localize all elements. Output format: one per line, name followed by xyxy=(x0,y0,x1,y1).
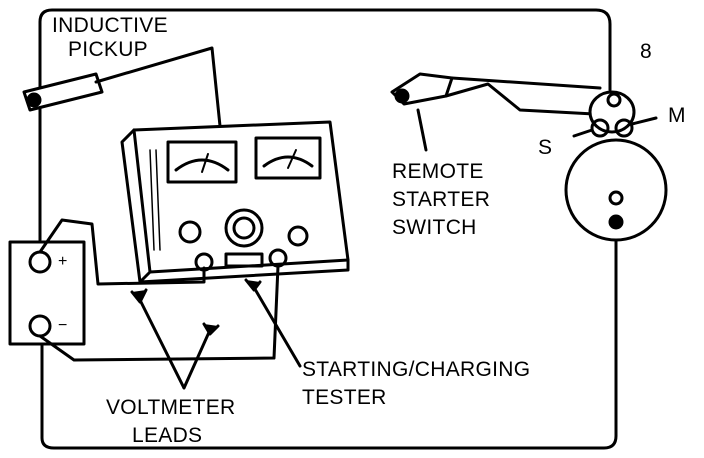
battery xyxy=(8,240,86,346)
inductive-label: INDUCTIVE xyxy=(52,14,168,37)
voltmeter-lead-negative xyxy=(38,264,280,362)
voltmeter-label: VOLTMETER xyxy=(106,396,236,419)
pickup-label: PICKUP xyxy=(68,38,148,61)
terminal-b-label: 8 xyxy=(640,40,652,63)
voltmeter-leads-arrow xyxy=(138,298,212,390)
terminal-s-label: S xyxy=(538,136,553,159)
voltmeter-lead-positive xyxy=(38,218,206,286)
switch-label: SWITCH xyxy=(392,216,477,239)
terminal-m-label: M xyxy=(668,104,686,127)
inductive-pickup-loop-wire xyxy=(38,8,612,242)
starter-solenoid xyxy=(572,90,658,138)
starter-label: STARTER xyxy=(392,188,491,211)
leads-label: LEADS xyxy=(132,424,203,447)
starter-motor xyxy=(564,138,668,242)
tester-arrow xyxy=(250,282,302,368)
starting-charging-label: STARTING/CHARGING xyxy=(302,358,531,381)
remote-label: REMOTE xyxy=(392,160,484,183)
starting-charging-tester xyxy=(120,120,350,284)
tester-label: TESTER xyxy=(302,386,387,409)
inductive-pickup-clamp xyxy=(22,46,222,128)
ground-loop-wire xyxy=(40,238,618,450)
battery-minus-label: − xyxy=(58,317,68,334)
remote-starter-switch xyxy=(390,72,602,152)
battery-plus-label: + xyxy=(58,253,68,270)
